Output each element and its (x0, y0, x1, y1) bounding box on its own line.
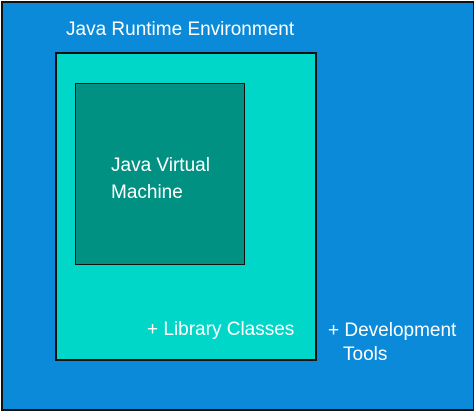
development-tools-label: + Development Tools (328, 319, 468, 367)
library-classes-label: + Library Classes (147, 319, 295, 340)
development-tools-line2: Tools (343, 344, 388, 365)
jvm-box (75, 83, 245, 265)
jre-title: Java Runtime Environment (66, 19, 295, 40)
jvm-label: Java Virtual Machine (111, 155, 210, 203)
development-tools-line1: + Development (328, 320, 457, 341)
